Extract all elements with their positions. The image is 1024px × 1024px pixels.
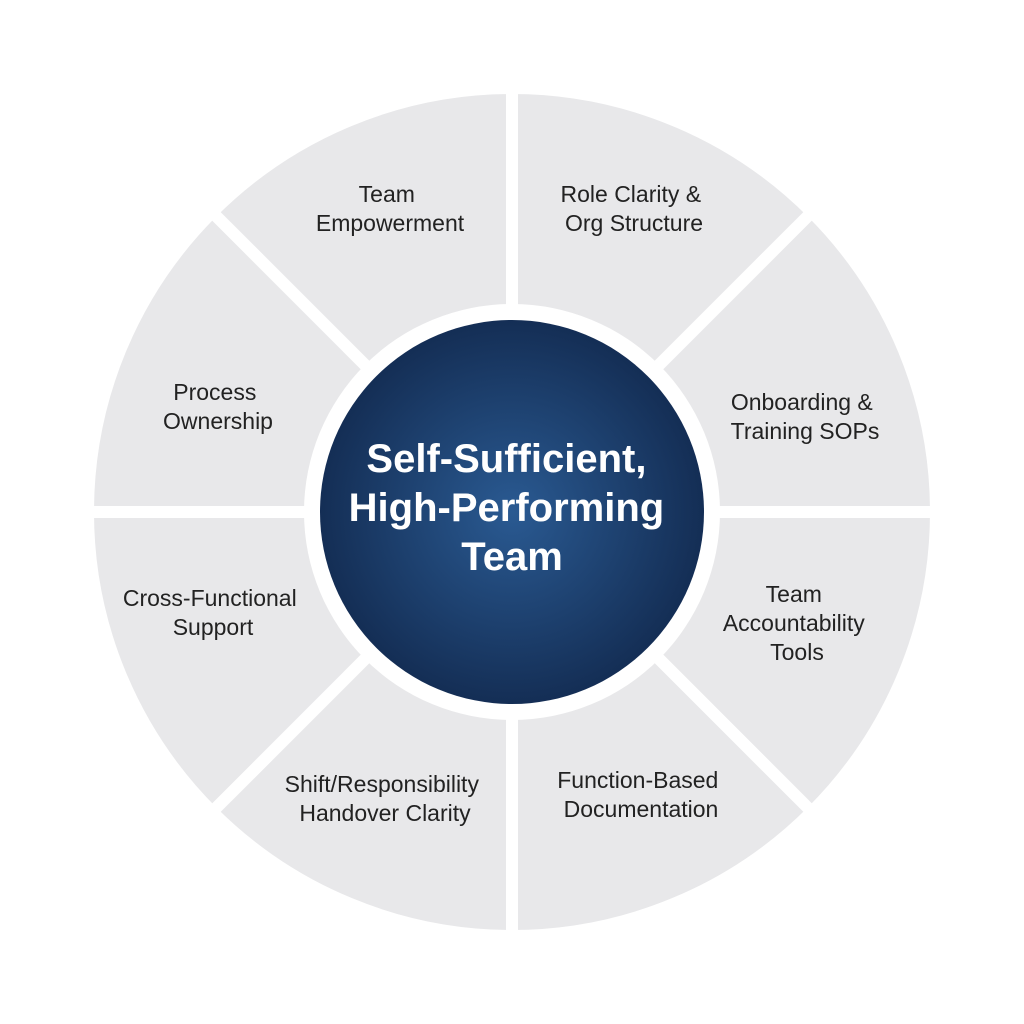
label-line: Tools <box>770 639 824 665</box>
label-line: Process <box>173 379 256 405</box>
label-line: Accountability <box>723 610 865 636</box>
label-line: Onboarding & <box>731 389 873 415</box>
label-line: Team <box>766 581 822 607</box>
label-line: Ownership <box>163 408 273 434</box>
label-onboarding-training: Onboarding & Training SOPs <box>731 389 880 444</box>
center-circle <box>320 320 704 704</box>
label-line: Role Clarity & <box>561 181 702 207</box>
labels-group: Team Empowerment Role Clarity & Org Stru… <box>123 181 879 826</box>
center-title-line: Team <box>461 535 563 579</box>
label-team-accountability: Team Accountability Tools <box>723 581 871 665</box>
label-line: Function-Based <box>557 767 718 793</box>
label-process-ownership: Process Ownership <box>163 379 273 434</box>
label-team-empowerment: Team Empowerment <box>316 181 465 236</box>
label-handover-clarity: Shift/Responsibility Handover Clarity <box>285 771 486 826</box>
label-function-documentation: Function-Based Documentation <box>557 767 724 822</box>
label-line: Cross-Functional <box>123 585 297 611</box>
label-line: Training SOPs <box>731 418 880 444</box>
label-line: Shift/Responsibility <box>285 771 480 797</box>
center-title-line: Self-Sufficient, <box>366 437 646 481</box>
label-line: Documentation <box>564 796 719 822</box>
center-title: Self-Sufficient, High-Performing Team <box>349 437 676 579</box>
label-line: Empowerment <box>316 210 465 236</box>
label-line: Team <box>359 181 415 207</box>
label-role-clarity: Role Clarity & Org Structure <box>561 181 708 236</box>
label-cross-functional-support: Cross-Functional Support <box>123 585 303 640</box>
label-line: Handover Clarity <box>299 800 471 826</box>
label-line: Org Structure <box>565 210 703 236</box>
center-title-line: High-Performing <box>349 486 665 530</box>
label-line: Support <box>173 614 254 640</box>
